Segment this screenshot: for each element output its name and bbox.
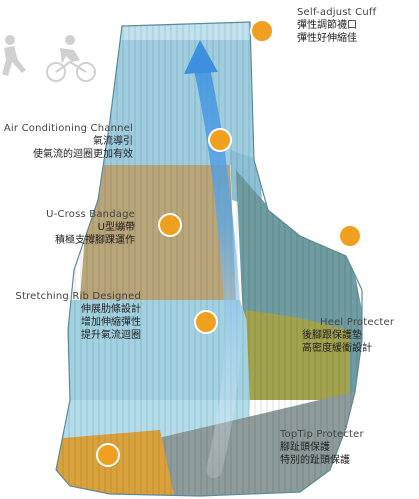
feature-stretching-rib: Stretching Rib Designed 伸展肋條設計 增加伸縮彈性 提升… xyxy=(15,290,141,342)
feature-line: U型繃帶 xyxy=(97,222,135,233)
feature-u-cross-bandage: U-Cross Bandage U型繃帶 積極支撐腳踝運作 xyxy=(46,208,135,247)
feature-air-conditioning-channel: Air Conditioning Channel 氣流導引 使氣流的迴圈更加有效 xyxy=(4,122,133,161)
feature-title: Air Conditioning Channel xyxy=(3,123,133,134)
heel-badge-icon xyxy=(338,224,362,248)
runner-silhouette-icon xyxy=(2,35,26,76)
feature-line: 特別的趾頭保護 xyxy=(280,455,350,466)
feature-line: 增加伸縮彈性 xyxy=(81,317,141,328)
feature-title: Stretching Rib Designed xyxy=(15,291,141,302)
feature-line: 後腳跟保護墊 xyxy=(302,330,362,341)
air-channel-badge-icon xyxy=(208,128,232,152)
feature-toptip-protecter: TopTip Protecter 腳趾頭保護 特別的趾頭保護 xyxy=(280,428,364,467)
toe-badge-icon xyxy=(96,443,120,467)
u-cross-badge-icon xyxy=(158,213,182,237)
feature-line: 提升氣流迴圈 xyxy=(81,330,141,341)
feature-title: Heel Protecter xyxy=(320,317,395,328)
feature-line: 積極支撐腳踝運作 xyxy=(55,235,135,246)
cyclist-silhouette-icon xyxy=(46,35,96,82)
feature-self-adjust-cuff: Self-adjust Cuff 彈性調節襪口 彈性好伸縮佳 xyxy=(297,6,376,45)
feature-title: U-Cross Bandage xyxy=(46,209,135,220)
stretch-rib-badge-icon xyxy=(194,310,218,334)
feature-line: 彈性好伸縮佳 xyxy=(297,33,357,44)
feature-line: 彈性調節襪口 xyxy=(297,20,357,31)
feature-heel-protecter: Heel Protecter 後腳跟保護墊 高密度緩衝設計 xyxy=(302,316,402,355)
cuff-badge-icon xyxy=(250,19,274,43)
feature-line: 腳趾頭保護 xyxy=(280,442,330,453)
feature-title: Self-adjust Cuff xyxy=(297,7,377,18)
feature-line: 氣流導引 xyxy=(93,136,133,147)
feature-title: TopTip Protecter xyxy=(280,429,364,440)
feature-line: 使氣流的迴圈更加有效 xyxy=(33,149,133,160)
feature-line: 伸展肋條設計 xyxy=(81,304,141,315)
feature-line: 高密度緩衝設計 xyxy=(302,343,372,354)
